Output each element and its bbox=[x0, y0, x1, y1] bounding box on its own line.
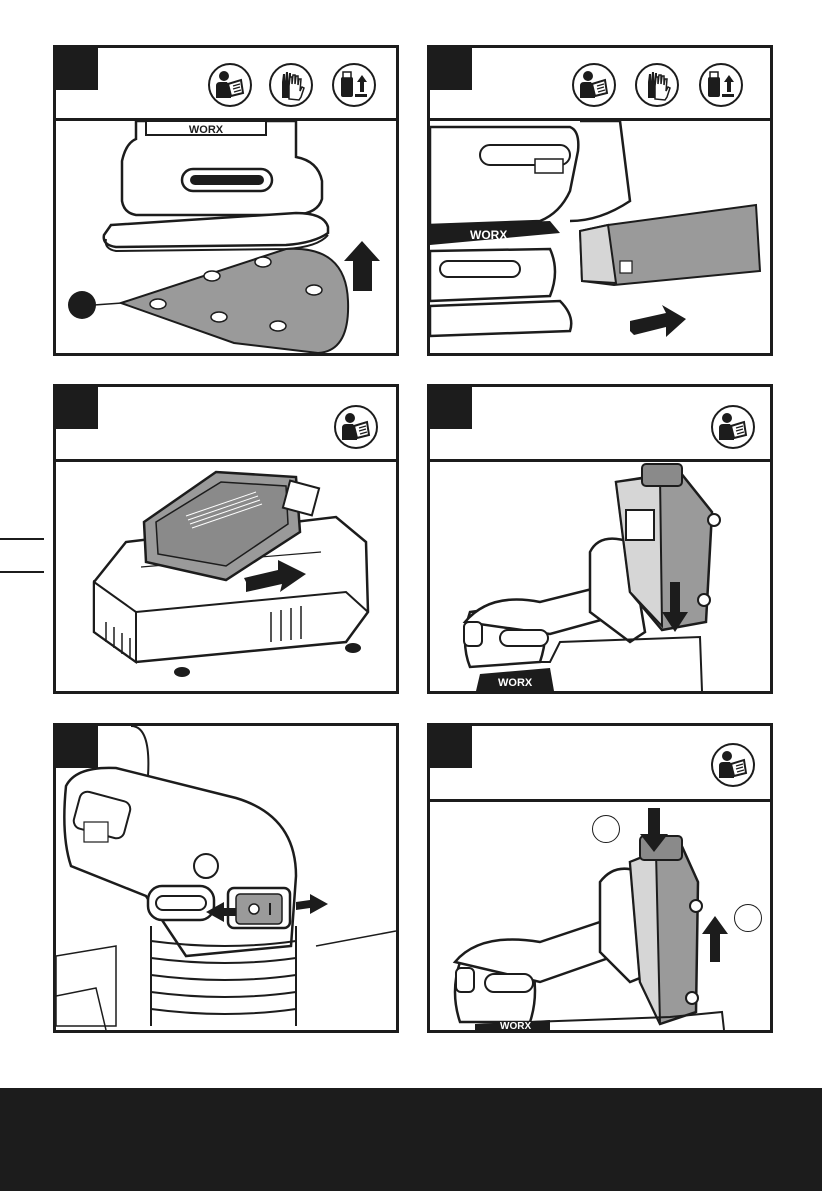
read-manual-icon bbox=[207, 62, 253, 108]
read-manual-icon bbox=[333, 404, 379, 450]
margin-mark-top bbox=[0, 538, 44, 540]
battery-charging-illustration bbox=[56, 462, 396, 691]
battery-insertion-illustration: WORX bbox=[430, 462, 770, 691]
panel-number bbox=[430, 726, 472, 768]
panel-1: WORX bbox=[53, 45, 399, 356]
gloves-icon bbox=[268, 62, 314, 108]
brand-logo: WORX bbox=[498, 677, 533, 689]
panel-6: WORX bbox=[427, 723, 773, 1033]
panel-number bbox=[56, 48, 98, 90]
panel-4: WORX bbox=[427, 384, 773, 694]
footer-bar bbox=[0, 1088, 822, 1191]
callout-circle-1 bbox=[592, 815, 620, 843]
panel-number bbox=[56, 387, 98, 429]
sanding-sheet-illustration: WORX bbox=[56, 121, 396, 353]
read-manual-icon bbox=[571, 62, 617, 108]
on-off-switch-illustration bbox=[56, 726, 396, 1030]
panel-2: WORX bbox=[427, 45, 773, 356]
panel-3 bbox=[53, 384, 399, 694]
gloves-icon bbox=[634, 62, 680, 108]
margin-mark-bottom bbox=[0, 571, 44, 573]
brand-logo: WORX bbox=[470, 228, 507, 242]
callout-label-1 bbox=[65, 291, 95, 321]
battery-removal-illustration: WORX bbox=[430, 121, 770, 353]
brand-logo: WORX bbox=[189, 124, 224, 136]
panel-number bbox=[430, 48, 472, 90]
panel-number bbox=[430, 387, 472, 429]
remove-battery-icon bbox=[331, 62, 377, 108]
read-manual-icon bbox=[710, 404, 756, 450]
read-manual-icon bbox=[710, 742, 756, 788]
panel-5 bbox=[53, 723, 399, 1033]
brand-logo: WORX bbox=[500, 1021, 531, 1030]
remove-battery-icon bbox=[698, 62, 744, 108]
callout-circle-2 bbox=[734, 904, 762, 932]
